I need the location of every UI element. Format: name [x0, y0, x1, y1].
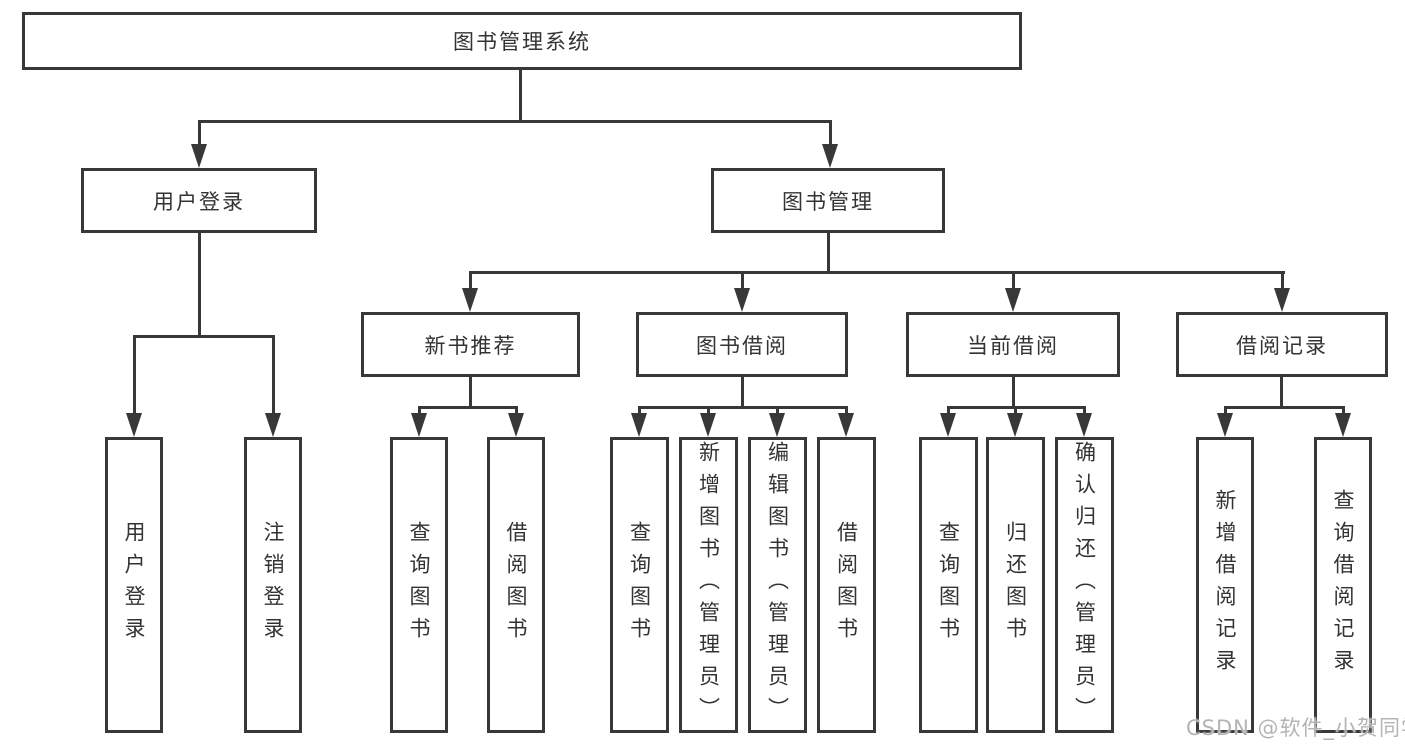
connector-line — [741, 377, 744, 406]
arrowhead — [734, 288, 750, 312]
arrowhead — [1335, 413, 1351, 437]
leaf-return-book: 归还图书 — [986, 437, 1045, 733]
connector-line — [198, 120, 201, 148]
node-label: 当前借阅 — [967, 333, 1059, 358]
node-label: 确认归还（管理员） — [1072, 441, 1097, 729]
arrowhead — [1274, 288, 1290, 312]
connector-line — [1012, 271, 1015, 290]
connector-line — [515, 406, 518, 416]
leaf-query-books-2: 查询图书 — [610, 437, 669, 733]
node-borrowing-records: 借阅记录 — [1176, 312, 1388, 377]
node-label: 图书管理 — [782, 189, 874, 214]
node-label: 图书管理系统 — [453, 30, 591, 54]
arrowhead — [1005, 288, 1021, 312]
leaf-query-books-3: 查询图书 — [919, 437, 978, 733]
node-label: 新增借阅记录 — [1213, 489, 1237, 681]
leaf-borrow-books-2: 借阅图书 — [817, 437, 876, 733]
arrowhead — [1076, 413, 1092, 437]
connector-line — [469, 271, 1285, 274]
connector-line — [198, 120, 831, 123]
leaf-query-borrow-record: 查询借阅记录 — [1314, 437, 1372, 733]
connector-line — [1012, 377, 1015, 406]
arrowhead — [411, 413, 427, 437]
leaf-borrow-books-1: 借阅图书 — [487, 437, 545, 733]
node-label: 注销登录 — [261, 521, 285, 649]
connector-line — [638, 406, 641, 416]
arrowhead — [631, 413, 647, 437]
connector-line — [845, 406, 848, 416]
node-book-management: 图书管理 — [711, 168, 945, 233]
arrowhead — [1217, 413, 1233, 437]
node-label: 查询图书 — [936, 521, 961, 649]
arrowhead — [126, 413, 142, 437]
leaf-query-books-1: 查询图书 — [390, 437, 448, 733]
leaf-logout: 注销登录 — [244, 437, 302, 733]
node-label: 新增图书（管理员） — [696, 441, 721, 729]
arrowhead — [700, 413, 716, 437]
arrowhead — [508, 413, 524, 437]
node-user-login: 用户登录 — [81, 168, 317, 233]
leaf-add-borrow-record: 新增借阅记录 — [1196, 437, 1254, 733]
arrowhead — [191, 144, 207, 168]
connector-line — [469, 271, 472, 290]
node-book-borrowing: 图书借阅 — [636, 312, 848, 377]
node-label: 图书借阅 — [696, 333, 788, 358]
leaf-confirm-return-admin: 确认归还（管理员） — [1055, 437, 1114, 733]
arrowhead — [822, 144, 838, 168]
connector-line — [776, 406, 779, 416]
connector-line — [741, 271, 744, 290]
arrowhead — [265, 413, 281, 437]
connector-line — [638, 406, 848, 409]
node-new-book-recommend: 新书推荐 — [361, 312, 580, 377]
connector-line — [829, 120, 832, 148]
connector-line — [418, 406, 421, 416]
connector-line — [1280, 377, 1283, 406]
connector-line — [272, 335, 275, 415]
node-label: 归还图书 — [1003, 521, 1028, 649]
connector-line — [947, 406, 950, 416]
node-label: 用户登录 — [122, 521, 146, 649]
connector-line — [1281, 271, 1284, 290]
connector-line — [198, 233, 201, 335]
node-label: 编辑图书（管理员） — [765, 441, 790, 729]
connector-line — [1224, 406, 1344, 409]
node-label: 查询借阅记录 — [1331, 489, 1355, 681]
connector-line — [418, 406, 518, 409]
node-label: 用户登录 — [153, 189, 245, 214]
connector-line — [133, 335, 275, 338]
connector-line — [469, 377, 472, 406]
node-label: 借阅记录 — [1236, 333, 1328, 358]
connector-line — [1224, 406, 1227, 416]
node-label: 查询图书 — [627, 521, 652, 649]
node-system-root: 图书管理系统 — [22, 12, 1022, 70]
arrowhead — [838, 413, 854, 437]
node-label: 新书推荐 — [424, 333, 517, 358]
leaf-user-login: 用户登录 — [105, 437, 163, 733]
csdn-watermark: CSDN @软件_小贺同学 — [1186, 716, 1405, 740]
connector-line — [707, 406, 710, 416]
node-current-borrowing: 当前借阅 — [906, 312, 1120, 377]
arrowhead — [462, 288, 478, 312]
node-label: 借阅图书 — [834, 521, 859, 649]
arrowhead — [940, 413, 956, 437]
arrowhead — [1007, 413, 1023, 437]
connector-line — [1014, 406, 1017, 416]
connector-line — [519, 70, 522, 120]
node-label: 借阅图书 — [504, 521, 528, 649]
connector-line — [1083, 406, 1086, 416]
connector-line — [133, 335, 136, 415]
connector-line — [827, 233, 830, 271]
leaf-edit-book-admin: 编辑图书（管理员） — [748, 437, 807, 733]
arrowhead — [769, 413, 785, 437]
node-label: 查询图书 — [407, 521, 431, 649]
leaf-add-book-admin: 新增图书（管理员） — [679, 437, 738, 733]
connector-line — [1342, 406, 1345, 416]
